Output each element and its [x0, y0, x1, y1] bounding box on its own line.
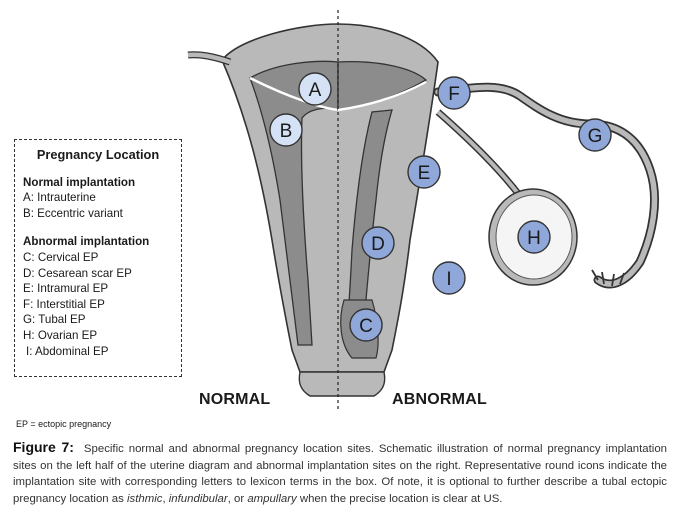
legend-item: E: Intramural EP — [23, 282, 109, 296]
svg-text:I: I — [446, 269, 451, 290]
legend-item: C: Cervical EP — [23, 250, 99, 264]
legend-box: Pregnancy Location Normal implantation A… — [14, 139, 182, 377]
site-b-marker: B — [269, 113, 303, 147]
legend-item: D: Cesarean scar EP — [23, 266, 132, 280]
svg-text:D: D — [371, 234, 385, 255]
abnormal-label: ABNORMAL — [392, 391, 487, 408]
site-a-marker: A — [298, 72, 332, 106]
abnormal-heading: Abnormal implantation — [23, 235, 150, 249]
svg-text:B: B — [280, 121, 293, 142]
abbreviation-note: EP = ectopic pregnancy — [16, 419, 112, 429]
svg-text:A: A — [309, 80, 322, 101]
site-d-marker: D — [361, 226, 395, 260]
site-f-marker: F — [437, 76, 471, 110]
normal-heading: Normal implantation — [23, 175, 136, 189]
site-i-marker: I — [432, 261, 466, 295]
legend-item: B: Eccentric variant — [23, 206, 123, 220]
svg-text:H: H — [527, 228, 541, 249]
svg-text:C: C — [359, 316, 373, 337]
svg-text:G: G — [588, 126, 603, 147]
uterus-diagram: A B F G E H D I C — [187, 10, 660, 412]
legend-title: Pregnancy Location — [36, 147, 160, 162]
site-e-marker: E — [407, 155, 441, 189]
svg-text:F: F — [448, 84, 460, 105]
legend-item: H: Ovarian EP — [23, 328, 98, 342]
site-g-marker: G — [578, 118, 612, 152]
legend-item: F: Interstitial EP — [23, 297, 105, 311]
figure-caption: Figure 7:Specific normal and abnormal pr… — [13, 439, 667, 505]
legend-item: A: Intrauterine — [23, 191, 96, 205]
svg-text:E: E — [418, 163, 431, 184]
normal-label: NORMAL — [199, 391, 271, 408]
fimbriae — [591, 269, 625, 287]
legend-item: G: Tubal EP — [23, 313, 86, 327]
cervix — [298, 371, 386, 397]
site-c-marker: C — [349, 308, 383, 342]
site-h-marker: H — [517, 220, 551, 254]
legend-item: I: Abdominal EP — [26, 344, 109, 358]
figure-label: Figure 7: — [13, 439, 74, 455]
